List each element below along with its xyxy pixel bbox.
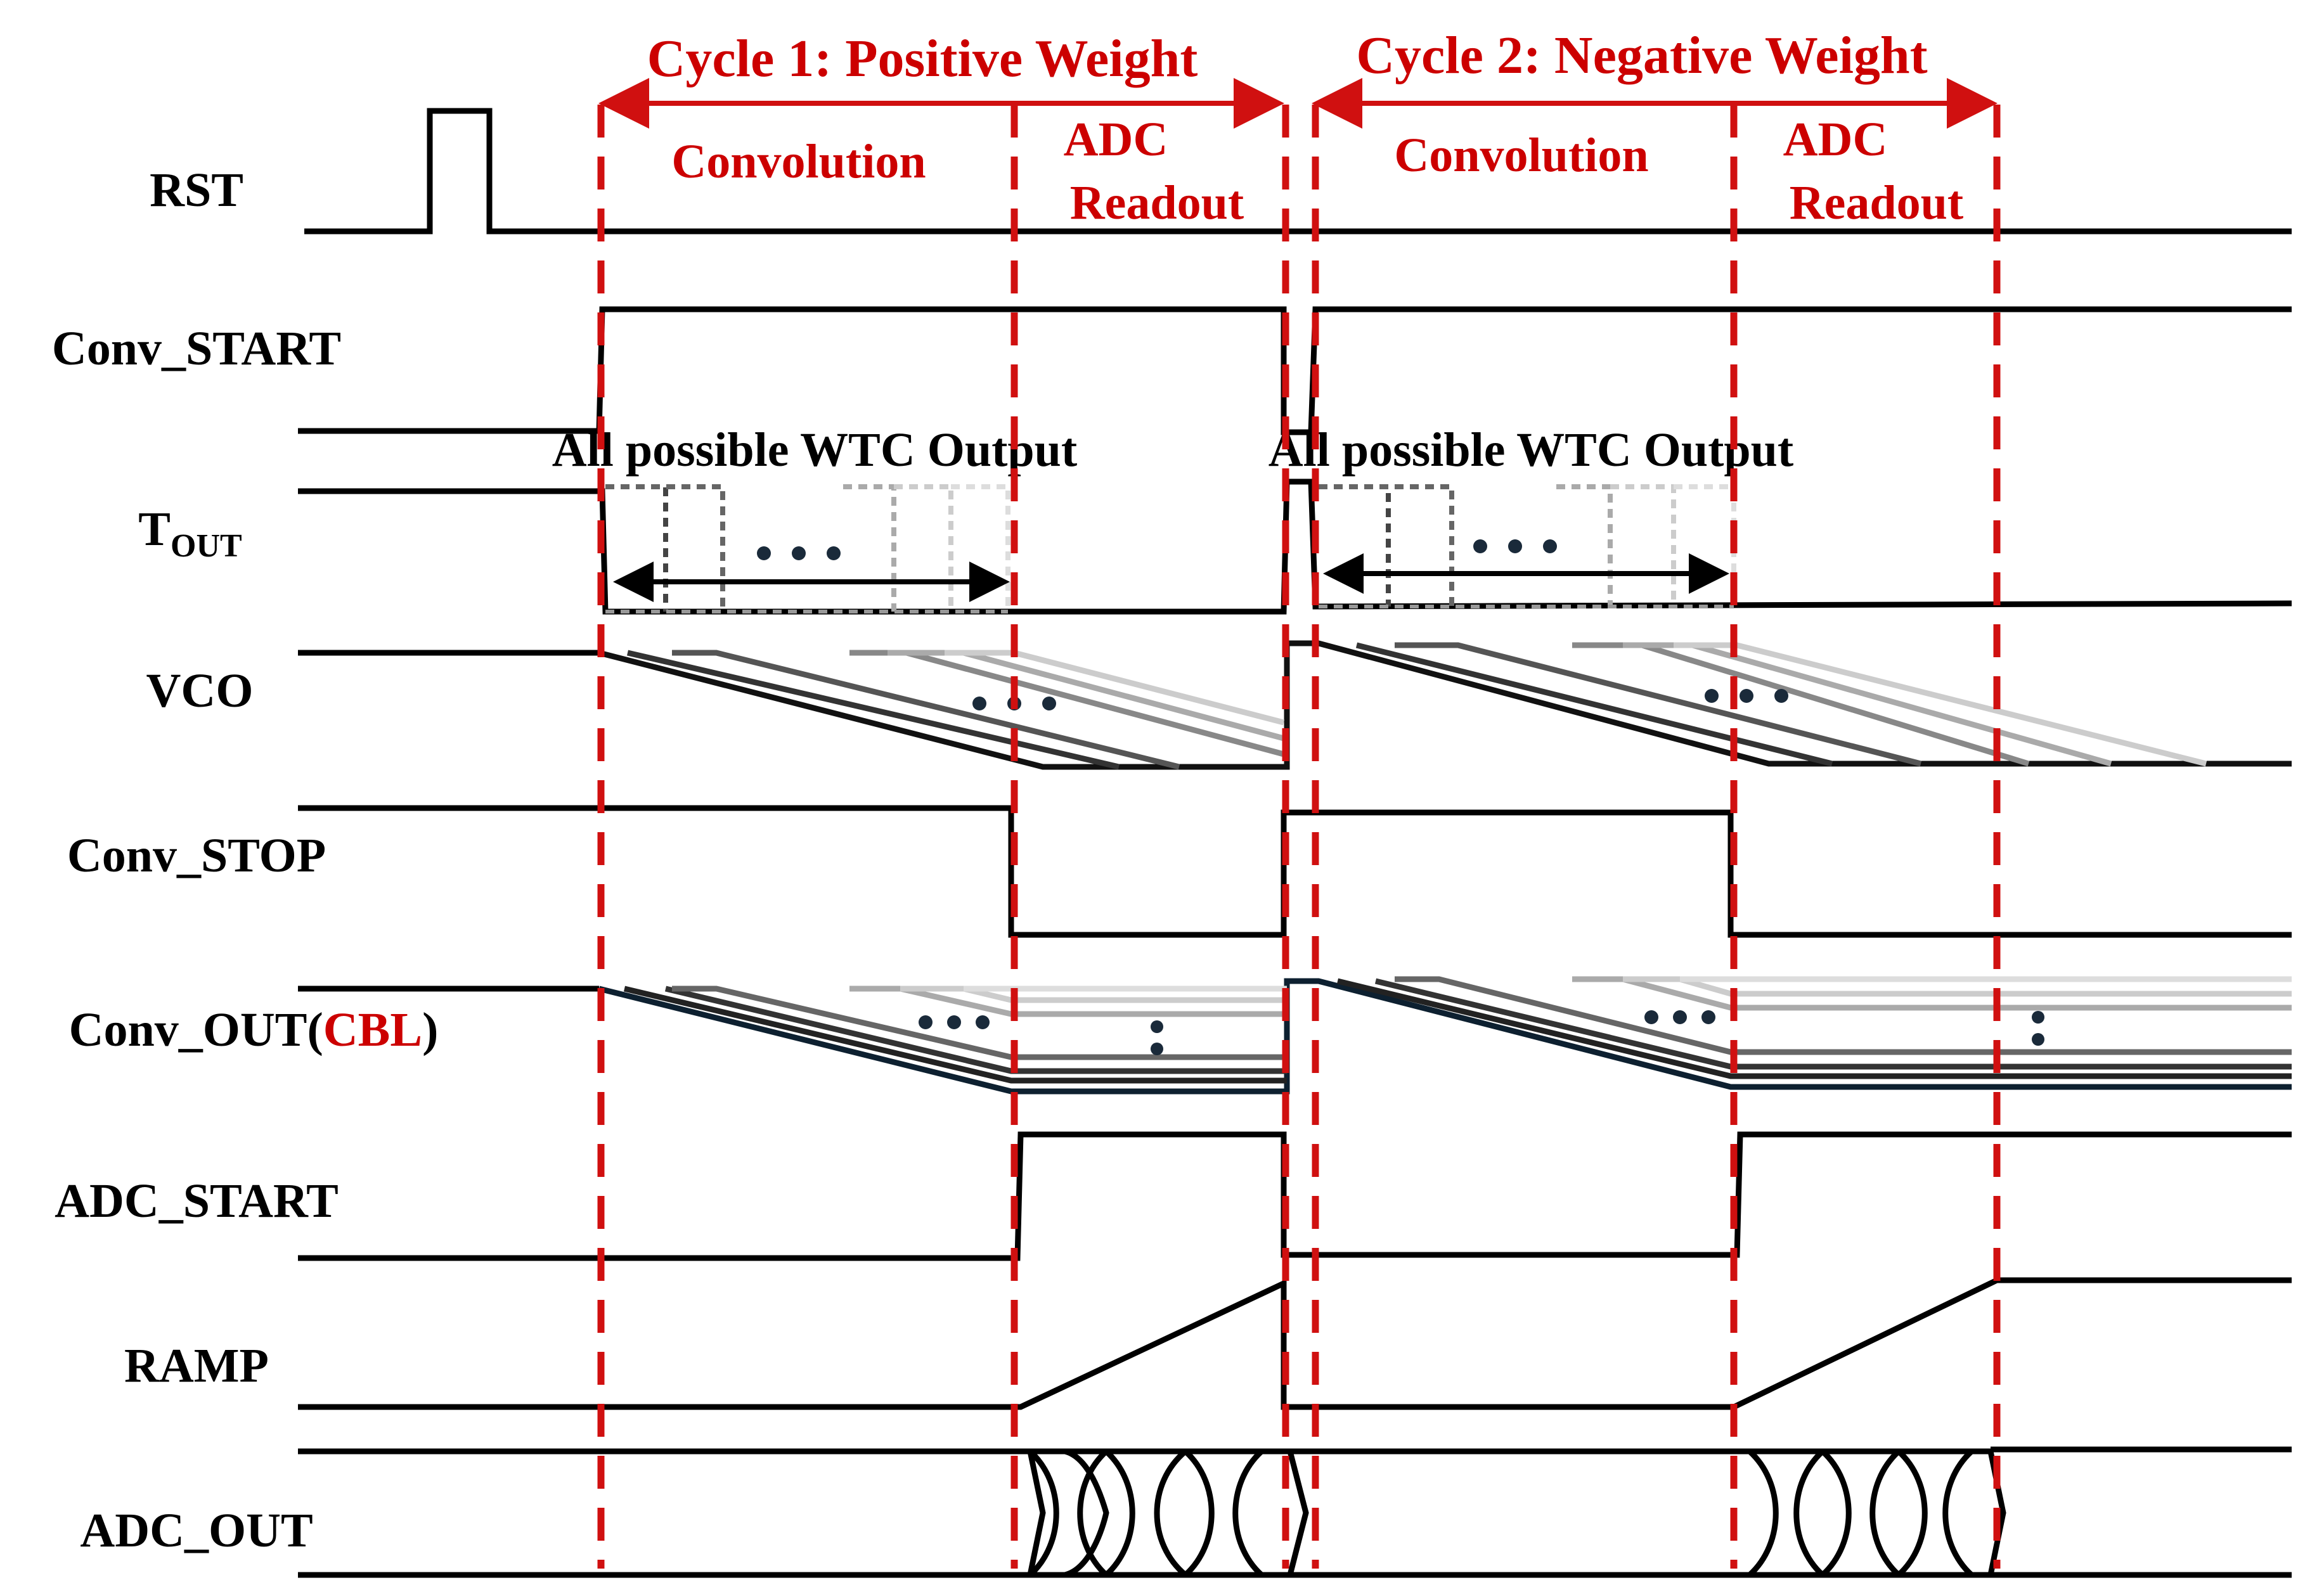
cycle-1-wtc-note: All possible WTC Output xyxy=(552,423,1078,477)
label-conv-stop: Conv_STOP xyxy=(67,829,326,882)
cycle-2-convolution-label: Convolution xyxy=(1394,129,1648,182)
label-conv-out: Conv_OUT(CBL) xyxy=(69,1003,439,1057)
cycle-2-wtc-note: All possible WTC Output xyxy=(1269,423,1794,477)
label-tout: TOUT xyxy=(138,503,242,564)
label-conv-out-cbl: CBL xyxy=(323,1003,422,1057)
label-rst: RST xyxy=(150,164,243,217)
conv-start-waveform xyxy=(298,306,2292,435)
label-vco: VCO xyxy=(146,664,254,717)
label-adc-out: ADC_OUT xyxy=(80,1504,313,1557)
cycle-2-title: Cycle 2: Negative Weight xyxy=(1356,26,1927,85)
label-tout-main: T xyxy=(138,503,171,556)
phase-dividers xyxy=(597,105,2001,1569)
label-conv-out-suffix: ) xyxy=(422,1003,438,1057)
cycle-2-readout-label: Readout xyxy=(1790,176,1963,229)
cycle-1-header: Cycle 1: Positive Weight Convolution ADC… xyxy=(598,29,1284,229)
ramp-waveform xyxy=(298,1277,2292,1410)
label-tout-sub: OUT xyxy=(171,528,242,564)
cycle-1-adc-label: ADC xyxy=(1064,113,1168,166)
adc-start-waveform xyxy=(298,1131,2292,1261)
cycle-1-convolution-label: Convolution xyxy=(671,135,926,188)
cycle-1-readout-label: Readout xyxy=(1070,176,1244,229)
conv-stop-waveform xyxy=(298,805,2292,938)
cycle-1-title: Cycle 1: Positive Weight xyxy=(647,29,1198,88)
signal-labels: RST Conv_START TOUT VCO Conv_STOP Conv_O… xyxy=(52,164,439,1557)
label-conv-out-prefix: Conv_OUT( xyxy=(69,1003,323,1057)
vco-waveform xyxy=(298,640,2292,770)
label-ramp: RAMP xyxy=(124,1339,269,1392)
rst-waveform xyxy=(304,108,2292,234)
tout-waveform xyxy=(298,478,2292,615)
label-conv-start: Conv_START xyxy=(52,322,341,375)
cycle-2-adc-label: ADC xyxy=(1783,113,1888,166)
conv-out-waveform xyxy=(298,976,2292,1095)
cycle-2-header: Cycle 2: Negative Weight Convolution ADC… xyxy=(1312,26,1998,229)
label-adc-start: ADC_START xyxy=(55,1174,339,1228)
adc-out-waveform xyxy=(298,1446,2292,1578)
